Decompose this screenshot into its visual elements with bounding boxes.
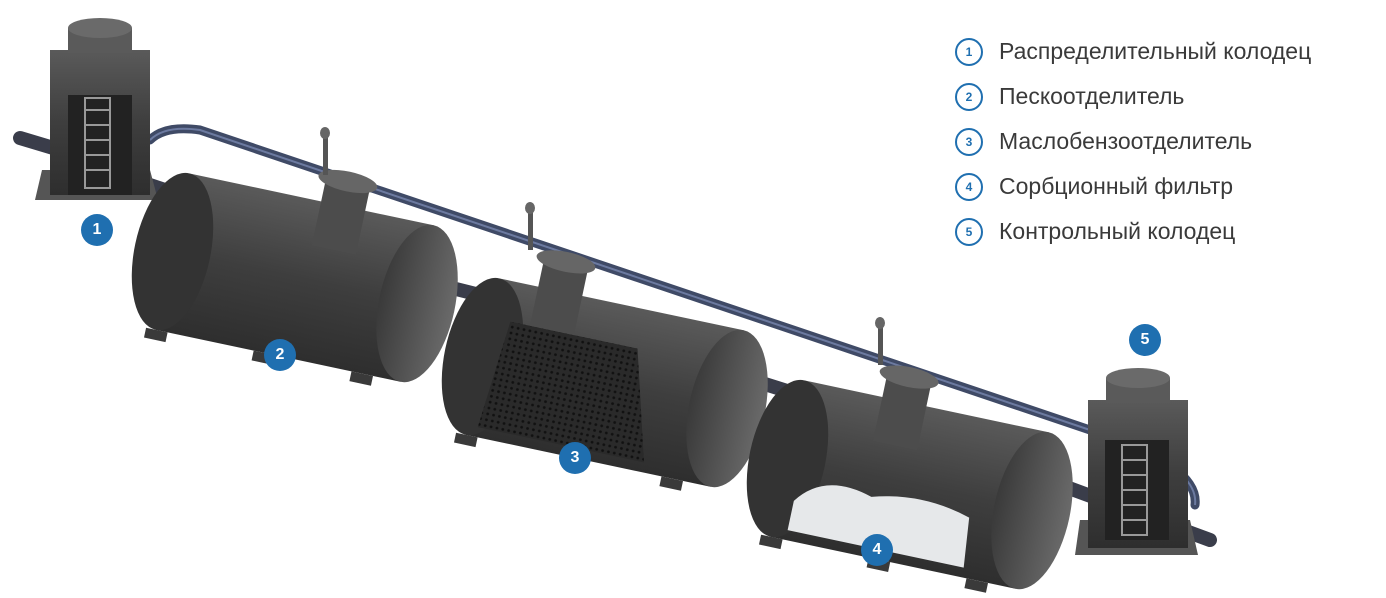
legend-item: 5 Контрольный колодец xyxy=(955,209,1311,254)
control-well xyxy=(1075,368,1198,555)
legend-number: 5 xyxy=(955,217,983,246)
legend-label: Сорбционный фильтр xyxy=(999,173,1234,199)
badge-4: 4 xyxy=(861,534,893,566)
legend-item: 1 Распределительный колодец xyxy=(955,29,1311,74)
sorption-filter-tank xyxy=(746,365,1073,593)
oil-separator-tank xyxy=(441,250,768,491)
badge-3: 3 xyxy=(559,442,591,474)
legend-label: Пескоотделитель xyxy=(999,83,1185,109)
badge-5: 5 xyxy=(1129,324,1161,356)
legend-label: Распределительный колодец xyxy=(999,38,1312,64)
legend-number: 4 xyxy=(955,172,983,201)
legend-number: 2 xyxy=(955,82,983,111)
legend-number: 3 xyxy=(955,127,983,156)
legend-label: Маслобензоотделитель xyxy=(999,128,1253,154)
legend: 1 Распределительный колодец 2 Пескоотделит… xyxy=(955,29,1311,254)
distribution-well xyxy=(35,18,158,200)
legend-label: Контрольный колодец xyxy=(999,218,1236,244)
badge-2: 2 xyxy=(264,339,296,371)
badge-1: 1 xyxy=(81,214,113,246)
legend-item: 4 Сорбционный фильтр xyxy=(955,164,1311,209)
legend-item: 3 Маслобензоотделитель xyxy=(955,119,1311,164)
legend-number: 1 xyxy=(955,37,983,66)
legend-item: 2 Пескоотделитель xyxy=(955,74,1311,119)
sand-separator-tank xyxy=(131,169,458,386)
